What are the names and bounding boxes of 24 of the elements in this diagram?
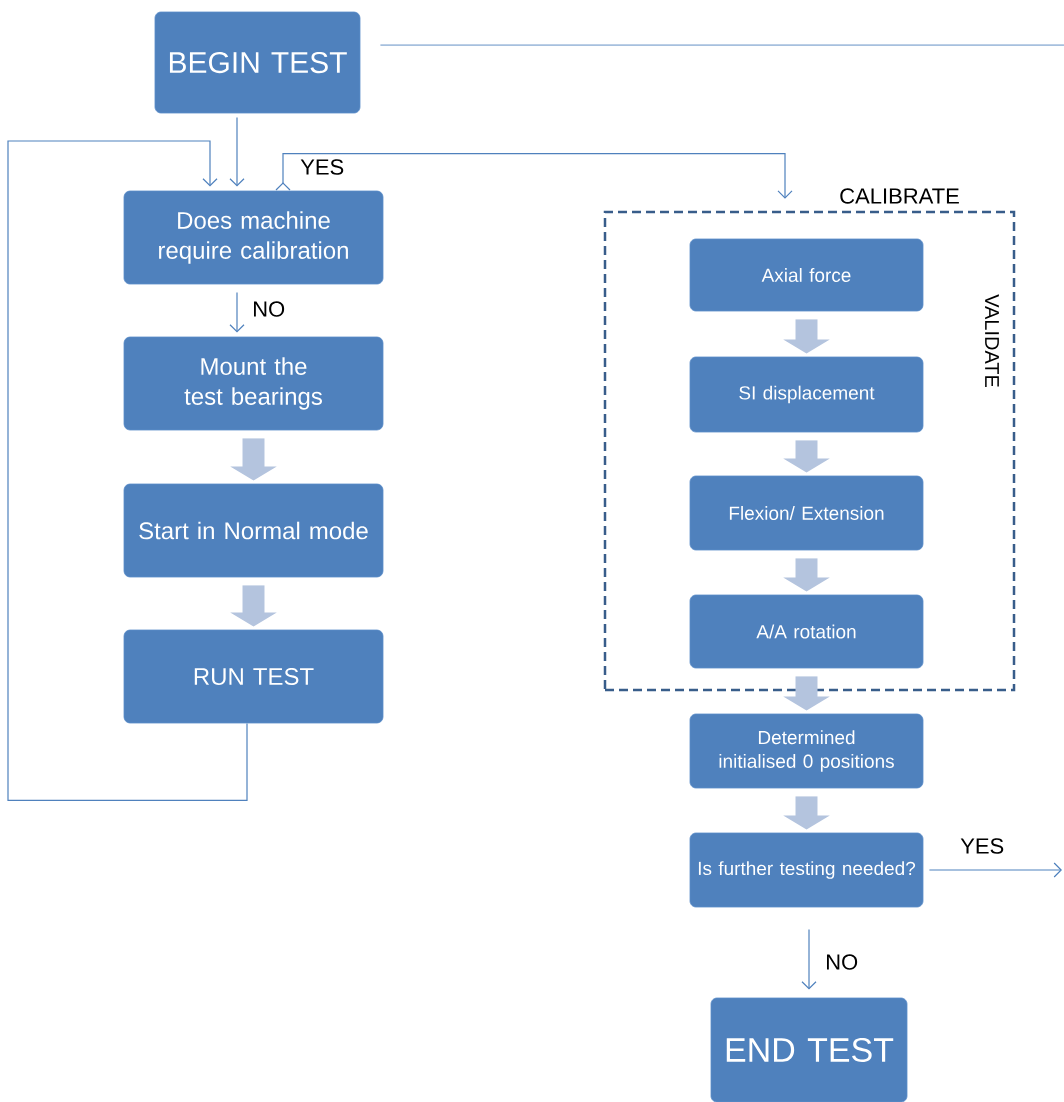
arrow bbox=[7, 140, 248, 801]
edge-label: NO bbox=[250, 299, 288, 319]
arrow bbox=[928, 862, 1062, 878]
edge-label: NO bbox=[823, 952, 861, 972]
node-label: CALIBRATE bbox=[840, 188, 959, 204]
process-box: Start in Normal mode bbox=[123, 483, 384, 578]
terminal-box: BEGIN TEST bbox=[154, 11, 361, 114]
process-box: SI displacement bbox=[689, 356, 924, 433]
arrow bbox=[801, 928, 817, 990]
terminal-box: END TEST bbox=[710, 997, 908, 1102]
process-box: Determined initialised 0 positions bbox=[689, 713, 924, 789]
process-box: Mount the test bearings bbox=[123, 336, 384, 431]
process-box: Axial force bbox=[689, 238, 924, 312]
process-box: RUN TEST bbox=[123, 629, 384, 724]
process-box: Flexion/ Extension bbox=[689, 475, 924, 551]
connector-line bbox=[379, 44, 1064, 46]
process-box: A/A rotation bbox=[689, 594, 924, 669]
process-box: Is further testing needed? bbox=[689, 832, 924, 908]
edge-label: YES bbox=[298, 157, 347, 177]
arrow bbox=[229, 291, 245, 333]
process-box: Does machine require calibration bbox=[123, 190, 384, 285]
edge-label: YES bbox=[958, 836, 1007, 856]
arrow bbox=[275, 153, 793, 199]
arrow bbox=[229, 116, 245, 187]
